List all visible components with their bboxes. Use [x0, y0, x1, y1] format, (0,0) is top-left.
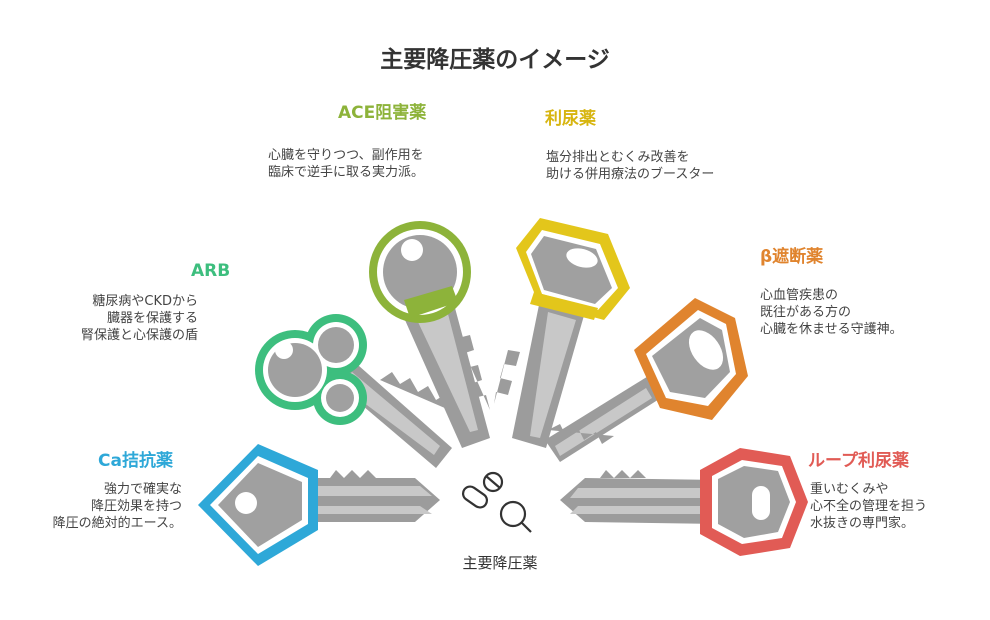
- arb-description: 糖尿病やCKDから 臓器を保護する 腎保護と心保護の盾: [62, 293, 198, 344]
- ace-key: [369, 221, 490, 448]
- loop-description: 重いむくみや 心不全の管理を担う 水抜きの専門家。: [810, 481, 927, 532]
- ace-description-line: 心臓を守りつつ、副作用を: [268, 148, 424, 163]
- loop-description-line: 心不全の管理を担う: [810, 499, 928, 514]
- page-title: 主要降圧薬のイメージ: [380, 47, 610, 73]
- beta-key: [545, 298, 748, 462]
- ca-description-line: 降圧効果を持つ: [90, 499, 182, 514]
- beta-description: 心血管疾患の 既往がある方の 心臓を休ませる守護神。: [760, 287, 903, 338]
- loop-label: ループ利尿薬: [808, 451, 909, 471]
- diuretic-description: 塩分排出とむくみ改善を 助ける併用療法のブースター: [546, 149, 714, 183]
- diuretic-label: 利尿薬: [545, 109, 596, 129]
- ace-description-line: 臨床で逆手に取る実力派。: [268, 165, 425, 180]
- arb-description-line: 臓器を保護する: [106, 311, 198, 326]
- arb-description-line: 腎保護と心保護の盾: [80, 328, 198, 343]
- ca-description: 強力で確実な 降圧効果を持つ 降圧の絶対的エース。: [30, 481, 182, 532]
- beta-description-line: 心臓を休ませる守護神。: [760, 322, 903, 337]
- diuretic-key: [494, 218, 630, 448]
- arb-label: ARB: [191, 261, 231, 281]
- ca-description-line: 降圧の絶対的エース。: [52, 516, 182, 531]
- loop-description-line: 水抜きの専門家。: [810, 516, 915, 531]
- ace-label: ACE阻害薬: [338, 103, 427, 123]
- arb-key: [255, 314, 454, 468]
- diuretic-description-line: 助ける併用療法のブースター: [546, 167, 715, 182]
- ace-description: 心臓を守りつつ、副作用を 臨床で逆手に取る実力派。: [268, 147, 424, 181]
- arb-description-line: 糖尿病やCKDから: [92, 294, 198, 309]
- ca-key: [198, 444, 440, 566]
- diuretic-description-line: 塩分排出とむくみ改善を: [546, 150, 690, 165]
- center-label: 主要降圧薬: [462, 554, 538, 572]
- ca-description-line: 強力で確実な: [103, 482, 182, 497]
- beta-description-line: 既往がある方の: [760, 305, 852, 320]
- loop-description-line: 重いむくみや: [810, 482, 889, 497]
- ca-label: Ca拮抗薬: [98, 451, 173, 471]
- loop-key: [560, 448, 808, 556]
- pills-magnifier-icon: [461, 471, 532, 533]
- beta-description-line: 心血管疾患の: [760, 288, 839, 303]
- beta-label: β遮断薬: [760, 247, 824, 267]
